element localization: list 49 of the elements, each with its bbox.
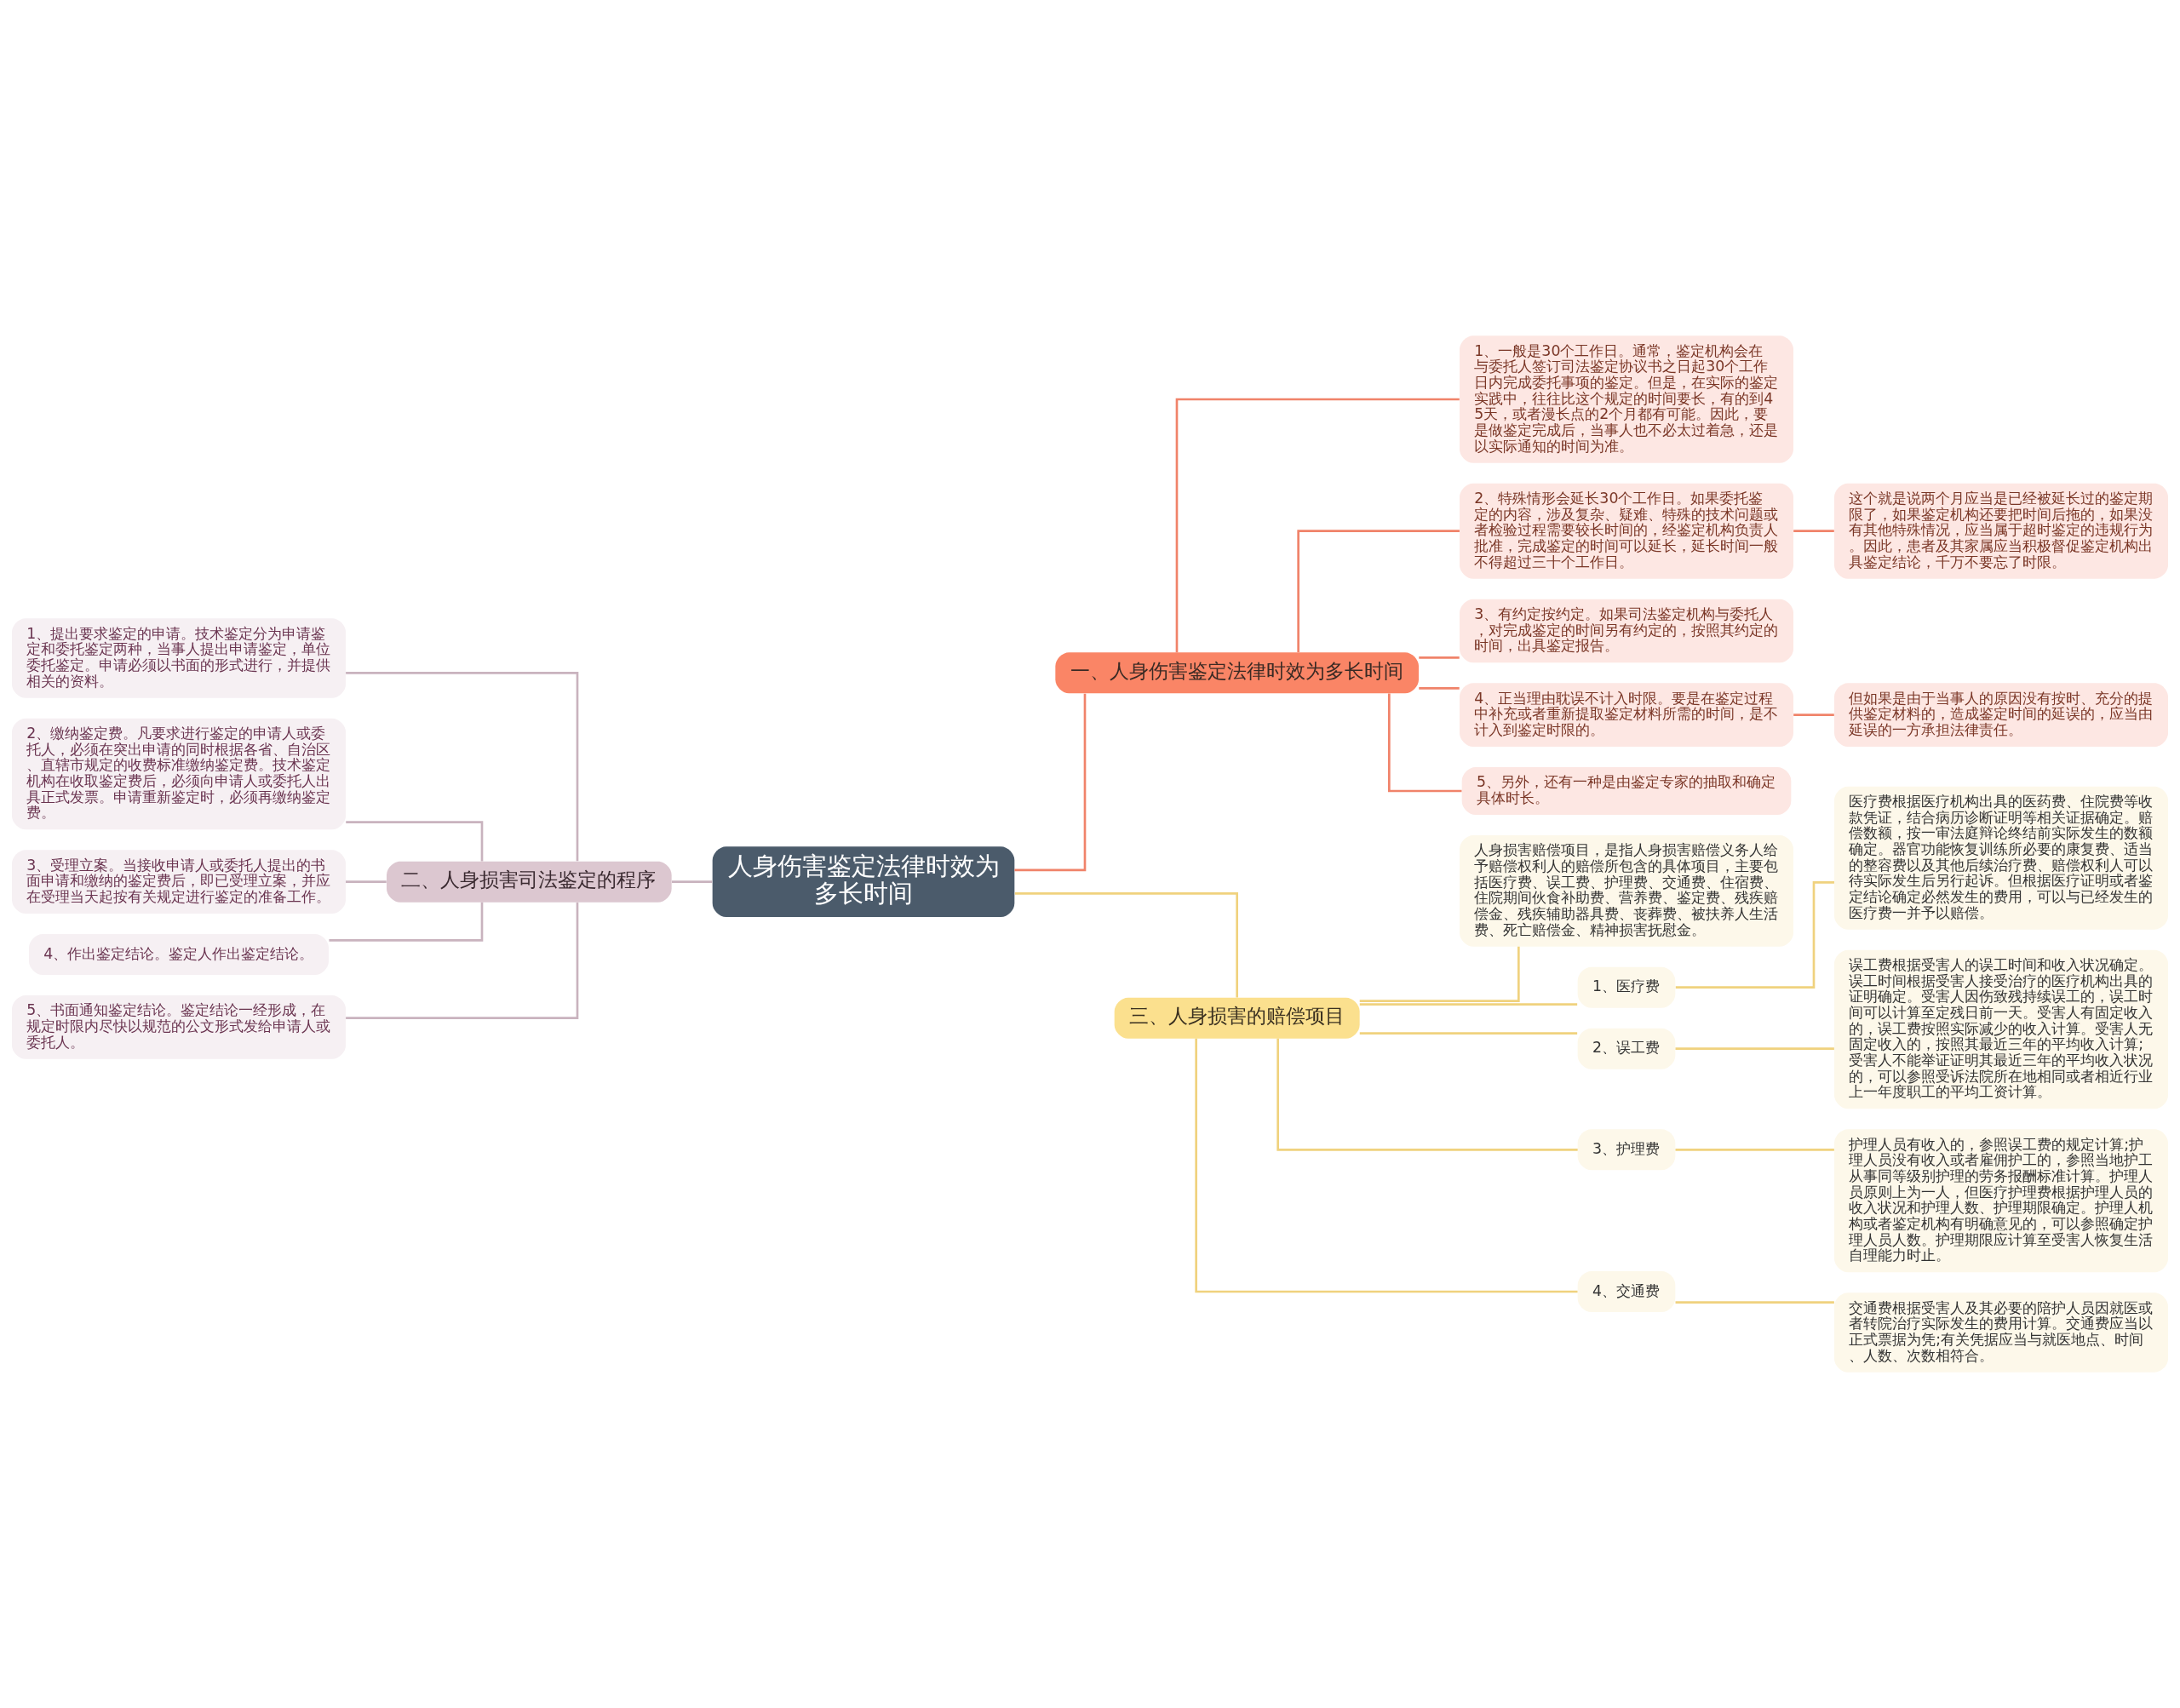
connector [346,672,579,862]
node-box: 误工费根据受害人的误工时间和收入状况确定。误工时间根据受害人接受治疗的医疗机构出具的证明确定。受害人因伤致残持续误工的，误工时间可以计算至定残日前一天。受害人有固定收入的，误工费按照实际减少的收入计算。受害人无固定收入的，按照其最近三年的平均收入计算;受害人不能举证证明其最近三年的平均收入状况的，可以参照受诉法院所在地相同或者相近行业上一年度职工的平均工资计算。 [1834,949,2168,1109]
connector [1359,1003,1578,1006]
connector [1793,530,1834,532]
connector [1359,946,1520,1002]
connector [672,880,713,883]
node-box: 4、作出鉴定结论。鉴定人作出鉴定结论。 [29,934,329,975]
connector [1388,693,1462,793]
node-box: 3、受理立案。当接收申请人或委托人提出的书面申请和缴纳的鉴定费后，即已受理立案，并应在受理当天起按有关规定进行鉴定的准备工作。 [12,850,346,914]
connector [1276,1038,1578,1151]
connector [329,902,484,942]
connector [1675,1047,1834,1050]
node-box: 2、误工费 [1577,1028,1676,1069]
connector [1419,656,1460,659]
connector [1675,1301,1834,1304]
connector [1419,687,1460,690]
connector [346,880,387,883]
node-box: 5、另外，还有一种是由鉴定专家的抽取和确定具体时长。 [1461,767,1792,815]
connector [346,902,579,1019]
node-box: 1、医疗费 [1577,966,1676,1008]
node-box: 一、人身伤害鉴定法律时效为多长时间 [1055,652,1419,694]
connector [1675,1149,1834,1151]
connector [346,821,484,862]
node-box: 人身损害赔偿项目，是指人身损害赔偿义务人给予赔偿权利人的赔偿所包含的具体项目，主要包括医疗费、误工费、护理费、交通费、住宿费、住院期间伙食补助费、营养费、鉴定费、残疾赔偿金、残疾辅助器具费、丧葬费、被扶养人生活费、死亡赔偿金、精神损害抚慰金。 [1460,835,1793,947]
node-box: 2、缴纳鉴定费。凡要求进行鉴定的申请人或委托人，必须在突出申请的同时根据各省、自治区、直辖市规定的收费标准缴纳鉴定费。技术鉴定机构在收取鉴定费后，必须向申请人或委托人出具正式发票。申请重新鉴定时，必须再缴纳鉴定费。 [12,718,346,830]
node-box: 3、有约定按约定。如果司法鉴定机构与委托人，对完成鉴定的时间另有约定的，按照其约定的时间，出具鉴定报告。 [1460,599,1793,663]
connector [1195,1038,1578,1293]
node-box: 4、正当理由耽误不计入时限。要是在鉴定过程中补充或者重新提取鉴定材料所需的时间，是不计入到鉴定时限的。 [1460,683,1793,747]
node-box: 护理人员有收入的，参照误工费的规定计算;护理人员没有收入或者雇佣护工的，参照当地护工从事同等级别护理的劳务报酬标准计算。护理人员原则上为一人，但医疗护理费根据护理人员的收入状况和护理人数、护理期限确定。护理人机构或者鉴定机构有明确意见的，可以参照确定护理人员人数。护理期限应计算至受害人恢复生活自理能力时止。 [1834,1129,2168,1273]
node-box: 3、护理费 [1577,1129,1676,1171]
node-box: 5、书面通知鉴定结论。鉴定结论一经形成，在规定时限内尽快以规范的公文形式发给申请人或委托人。 [12,995,346,1059]
node-box: 1、一般是30个工作日。通常，鉴定机构会在与委托人签订司法鉴定协议书之日起30个工作日内完成委托事项的鉴定。但是，在实际的鉴定实践中，往往比这个规定的时间要长，有的到45天，或者漫长点的2个月都有可能。因此，要是做鉴定完成后，当事人也不必太过着急，还是以实际通知的时间为准。 [1460,335,1793,463]
connector [1359,1032,1578,1035]
node-box: 这个就是说两个月应当是已经被延长过的鉴定期限了，如果鉴定机构还要把时间后拖的，如果没有其他特殊情况，应当属于超时鉴定的违规行为。因此，患者及其家属应当积极督促鉴定机构出具鉴定结论，千万不要忘了时限。 [1834,483,2168,579]
connector [1297,530,1460,653]
node-box: 人身伤害鉴定法律时效为多长时间 [712,846,1015,917]
node-box: 三、人身损害的赔偿项目 [1114,997,1360,1039]
connector [1014,892,1238,998]
node-box: 交通费根据受害人及其必要的陪护人员因就医或者转院治疗实际发生的费用计算。交通费应当以正式票据为凭;有关凭据应当与就医地点、时间、人数、次数相符合。 [1834,1292,2168,1373]
connector [1175,398,1460,653]
node-box: 医疗费根据医疗机构出具的医药费、住院费等收款凭证，结合病历诊断证明等相关证据确定。赔偿数额，按一审法庭辩论终结前实际发生的数额确定。器官功能恢复训练所必要的康复费、适当的整容费以及其他后续治疗费、赔偿权利人可以待实际发生后另行起诉。但根据医疗证明或者鉴定结论确定必然发生的费用，可以与已经发生的医疗费一并予以赔偿。 [1834,786,2168,930]
node-box: 4、交通费 [1577,1271,1676,1312]
connector [1793,714,1834,716]
connector [1675,881,1834,989]
node-box: 但如果是由于当事人的原因没有按时、充分的提供鉴定材料的，造成鉴定时间的延误的，应当由延误的一方承担法律责任。 [1834,683,2168,747]
node-box: 2、特殊情形会延长30个工作日。如果委托鉴定的内容，涉及复杂、疑难、特殊的技术问题或者检验过程需要较长时间的，经鉴定机构负责人批准，完成鉴定的时间可以延长，延长时间一般不得超过三十个工作日。 [1460,483,1793,579]
node-box: 二、人身损害司法鉴定的程序 [387,861,672,903]
connector [1014,693,1087,872]
node-box: 1、提出要求鉴定的申请。技术鉴定分为申请鉴定和委托鉴定两种，当事人提出申请鉴定，单位委托鉴定。申请必须以书面的形式进行，并提供相关的资料。 [12,618,346,698]
